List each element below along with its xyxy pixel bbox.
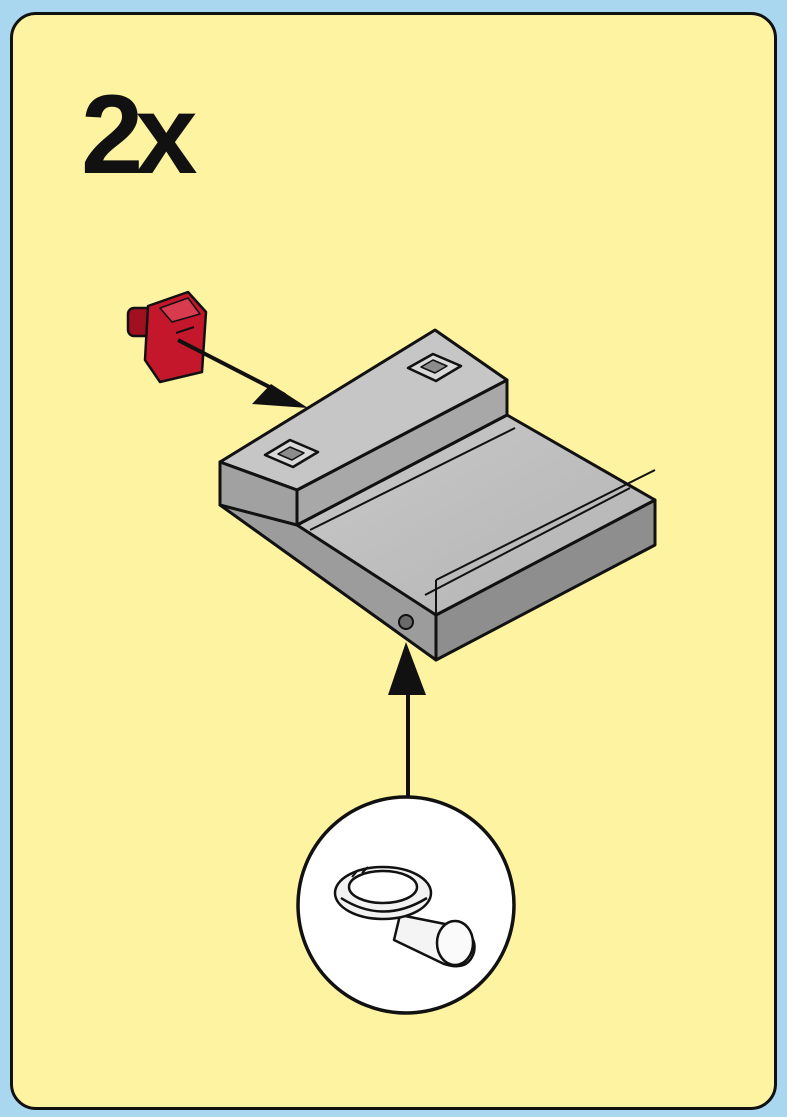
red-connector-part: [126, 290, 208, 384]
quantity-label: 2x: [81, 72, 198, 197]
clip-icon: [333, 865, 476, 968]
insert-arrow: [177, 338, 308, 408]
detail-callout: [296, 795, 516, 1015]
detail-arrow: [388, 642, 426, 800]
gray-block-part: [218, 328, 657, 662]
